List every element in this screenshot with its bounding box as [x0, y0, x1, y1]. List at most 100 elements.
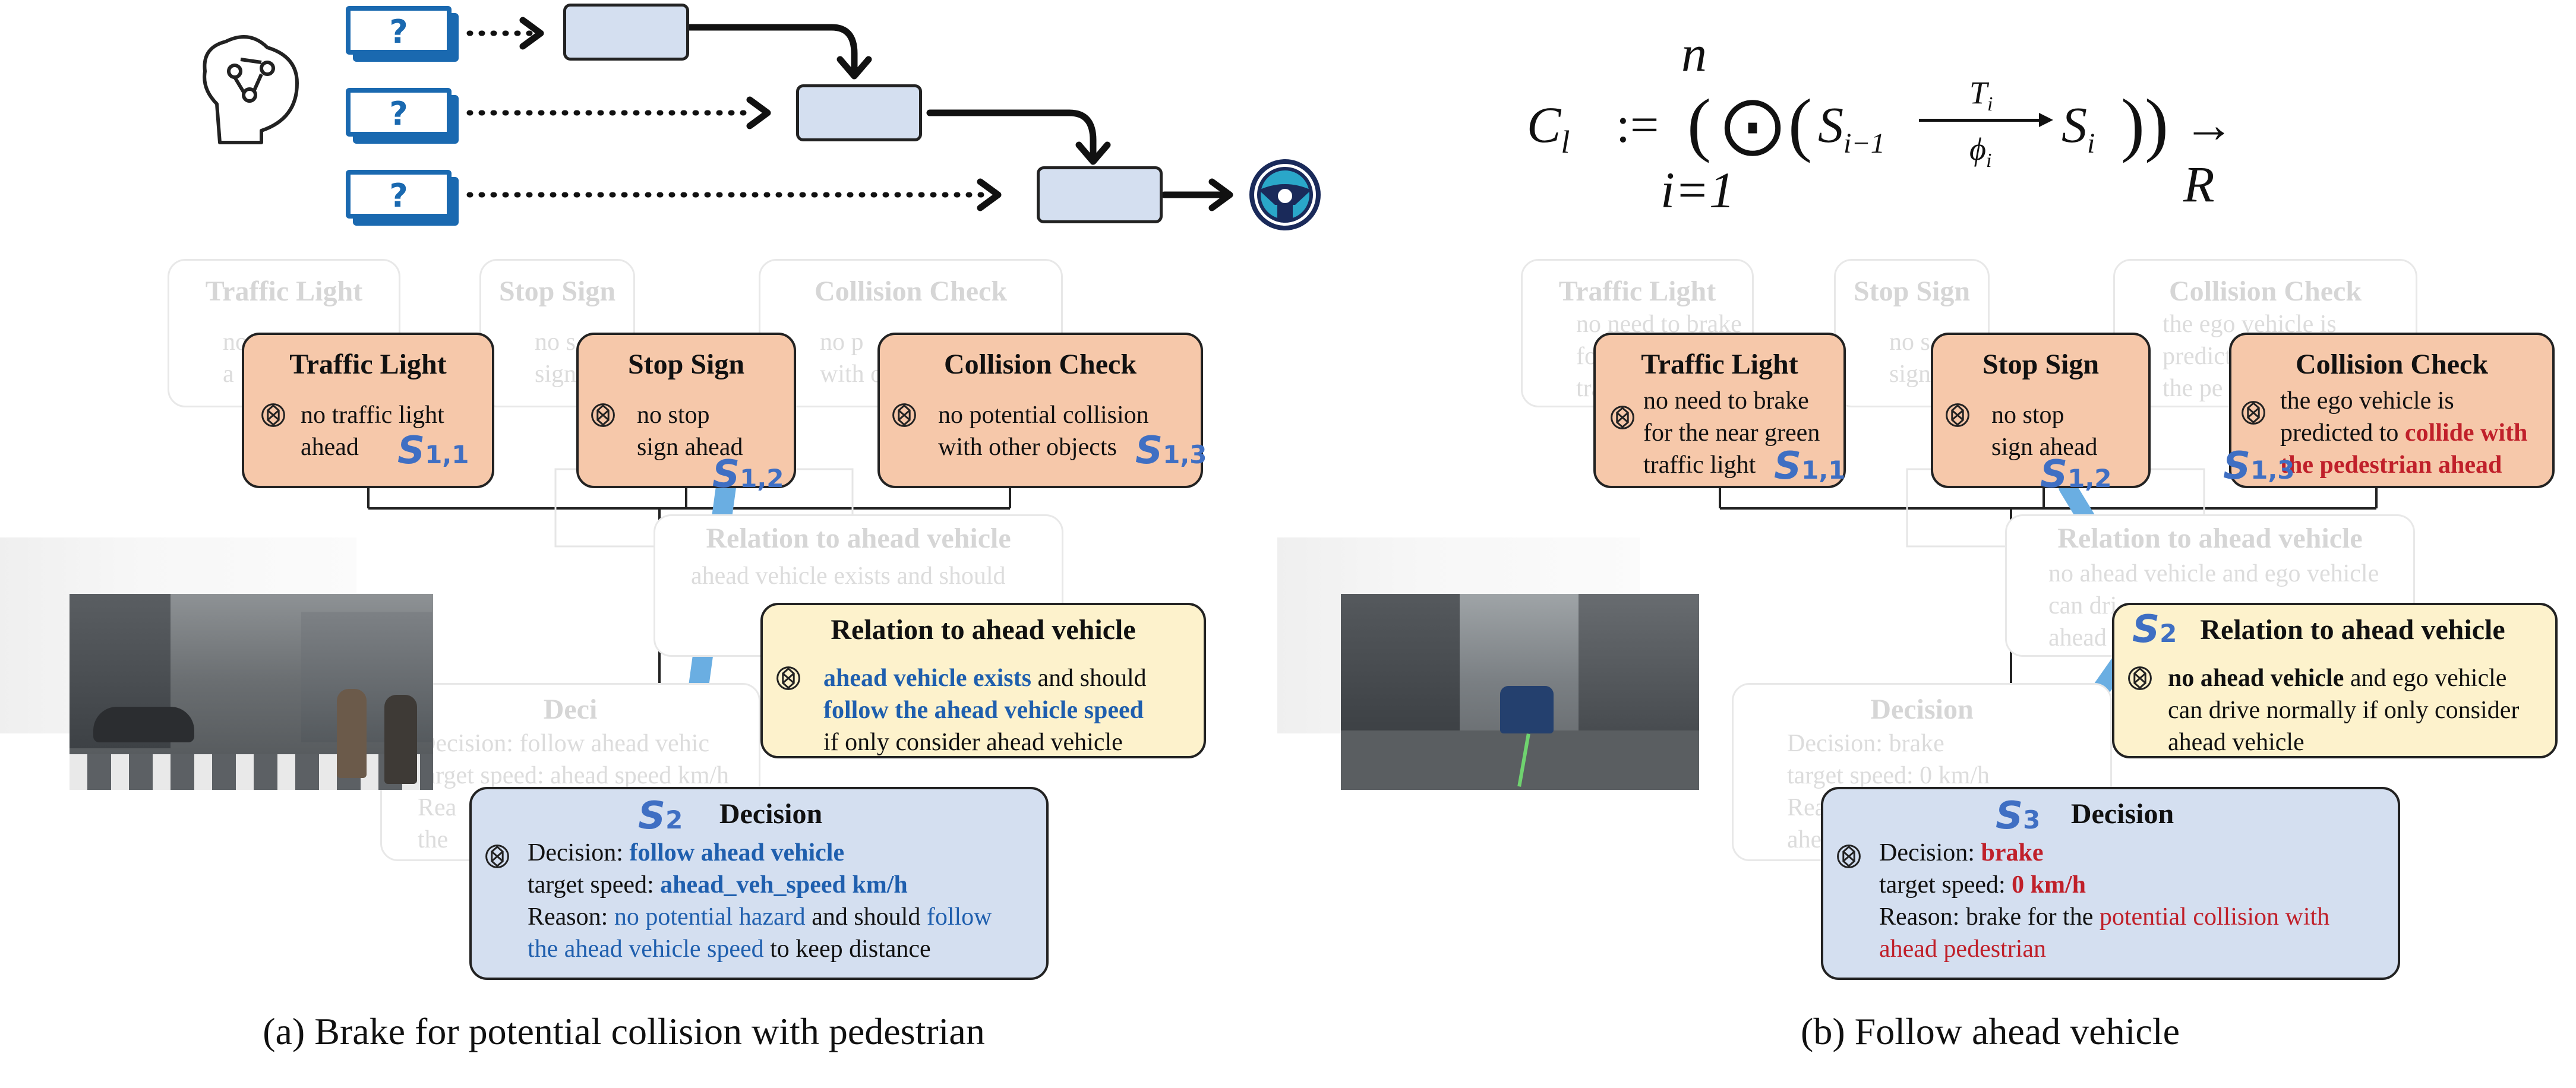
- state-label-s11: S1,1: [1774, 444, 1846, 488]
- formula-t-label: Ti: [1969, 75, 1993, 115]
- node-line-1: no potential collision: [938, 401, 1149, 429]
- openai-icon: [591, 403, 615, 427]
- node-line-3: the pedestrian ahead: [2280, 451, 2502, 479]
- node-line-1: no need to brake: [1643, 387, 1809, 415]
- scene-photo-a: [70, 594, 433, 790]
- decision-line: Decision: brake: [1879, 839, 2044, 866]
- state-label-s12: S1,2: [712, 453, 784, 496]
- node-line-1: no traffic light: [301, 401, 444, 429]
- node-line-1: the ego vehicle is: [2280, 387, 2454, 415]
- node-title: Traffic Light: [289, 349, 447, 380]
- relation-node-a: Relation to ahead vehicle ahead vehicle …: [760, 603, 1206, 758]
- scene-photo-b: [1341, 594, 1699, 790]
- state-label-s3: S3: [1996, 794, 2041, 838]
- node-title: Decision: [719, 798, 823, 830]
- reason-line-2: ahead pedestrian: [1879, 935, 2047, 963]
- question-mark: ?: [389, 95, 408, 132]
- openai-icon: [1946, 403, 1969, 427]
- node-line-2: with other objects: [938, 434, 1117, 461]
- state-box-1: [563, 4, 689, 61]
- openai-icon: [1611, 406, 1634, 429]
- caption-b: (b) Follow ahead vehicle: [1801, 1010, 2180, 1052]
- formula-s-cur: Si: [2062, 96, 2095, 160]
- node-line-2: follow the ahead vehicle speed: [823, 697, 1144, 724]
- formula-phi-label: ϕi: [1969, 131, 1992, 172]
- formula-transition-arrow: [1919, 119, 2044, 122]
- formula-result: → R: [2183, 96, 2234, 213]
- node-line-3: ahead vehicle: [2168, 729, 2304, 756]
- decision-node-a: S2 Decision Decision: follow ahead vehic…: [469, 787, 1049, 980]
- node-title: Traffic Light: [1641, 349, 1798, 380]
- reason-line-2: the ahead vehicle speed to keep distance: [528, 935, 931, 963]
- node-title: Decision: [2070, 798, 2174, 830]
- target-speed-line: target speed: 0 km/h: [1879, 871, 2086, 899]
- formula-lhs: Cl: [1527, 96, 1570, 160]
- formula-odot: ⨀: [1723, 91, 1782, 157]
- steering-wheel-icon: [1249, 159, 1321, 230]
- reason-line: Reason: brake for the potential collisio…: [1879, 903, 2330, 931]
- collision-check-node-b: Collision Check the ego vehicle is predi…: [2223, 333, 2555, 488]
- openai-icon: [1837, 845, 1861, 868]
- openai-icon: [892, 403, 916, 427]
- node-title: Collision Check: [2295, 349, 2489, 380]
- openai-icon: [776, 666, 800, 690]
- top-arrowheads: [519, 17, 1233, 211]
- formula-assign: :=: [1616, 96, 1659, 153]
- state-box-2: [796, 84, 922, 141]
- decision-node-b: S3 Decision Decision: brake target speed…: [1821, 787, 2400, 980]
- pedestrian-shape: [337, 689, 367, 778]
- node-line-2: for the near green: [1643, 419, 1820, 447]
- node-title: Collision Check: [943, 349, 1137, 380]
- state-label-s2: S2: [2132, 608, 2177, 651]
- traffic-light-node-a: Traffic Light no traffic light ahead S1,…: [242, 333, 494, 488]
- node-line-2: predicted to collide with: [2280, 419, 2528, 447]
- caption-a: (a) Brake for potential collision with p…: [263, 1010, 985, 1052]
- stop-sign-node-a: Stop Sign no stop sign ahead S1,2: [576, 333, 796, 496]
- openai-icon: [2242, 401, 2265, 425]
- formula-lower: i=1: [1660, 162, 1735, 219]
- node-line-2: can drive normally if only consider: [2168, 697, 2520, 724]
- node-line-1: no stop: [637, 401, 710, 429]
- target-speed-line: target speed: ahead_veh_speed km/h: [528, 871, 908, 899]
- node-title: Relation to ahead vehicle: [831, 614, 1136, 646]
- node-line-2: sign ahead: [637, 434, 743, 461]
- formula-s-prev: Si−1: [1818, 96, 1885, 160]
- openai-icon: [485, 845, 509, 868]
- question-mark: ?: [389, 177, 408, 214]
- brain-icon: [203, 35, 299, 144]
- node-title: Stop Sign: [1982, 349, 2100, 380]
- node-line-2: sign ahead: [1991, 434, 2098, 461]
- state-label-s13: S1,3: [1135, 429, 1207, 473]
- relation-node-b: S2 Relation to ahead vehicle no ahead ve…: [2112, 603, 2558, 758]
- question-box-3: ?: [346, 170, 452, 219]
- question-box-2: ?: [346, 88, 452, 137]
- node-line-1: ahead vehicle exists and should: [823, 665, 1147, 692]
- car-shape: [93, 707, 194, 742]
- node-line-3: if only consider ahead vehicle: [823, 729, 1123, 756]
- formula-open-paren-2: (: [1788, 84, 1812, 163]
- top-dotted-arrows: [466, 30, 989, 198]
- formula-upper: n: [1681, 25, 1707, 82]
- decision-line: Decision: follow ahead vehicle: [528, 839, 845, 866]
- ahead-car-shape: [1500, 686, 1554, 733]
- traffic-light-node-b: Traffic Light no need to brake for the n…: [1593, 333, 1846, 488]
- openai-icon: [261, 403, 285, 427]
- formula-transition-arrowhead: [2039, 113, 2053, 127]
- node-title: Stop Sign: [627, 349, 745, 380]
- state-box-3: [1037, 166, 1163, 223]
- state-label-s2: S2: [638, 794, 683, 838]
- state-label-s11: S1,1: [397, 429, 469, 473]
- node-line-3: traffic light: [1643, 451, 1756, 479]
- question-mark: ?: [389, 13, 408, 50]
- node-line-2: ahead: [301, 434, 359, 461]
- node-title: Relation to ahead vehicle: [2200, 614, 2505, 646]
- chain-formula: Cl := ( n ⨀ i=1 ( Si−1 Ti ϕi Si )) → R: [1527, 24, 2240, 220]
- collision-check-node-a: Collision Check no potential collision w…: [877, 333, 1207, 488]
- state-label-s12: S1,2: [2040, 453, 2112, 496]
- reason-line: Reason: no potential hazard and should f…: [528, 903, 992, 931]
- openai-icon: [2128, 666, 2152, 690]
- node-line-1: no ahead vehicle and ego vehicle: [2168, 665, 2507, 692]
- formula-open-paren: (: [1687, 84, 1711, 163]
- pedestrian-shape-2: [384, 695, 417, 784]
- question-box-1: ?: [346, 6, 452, 55]
